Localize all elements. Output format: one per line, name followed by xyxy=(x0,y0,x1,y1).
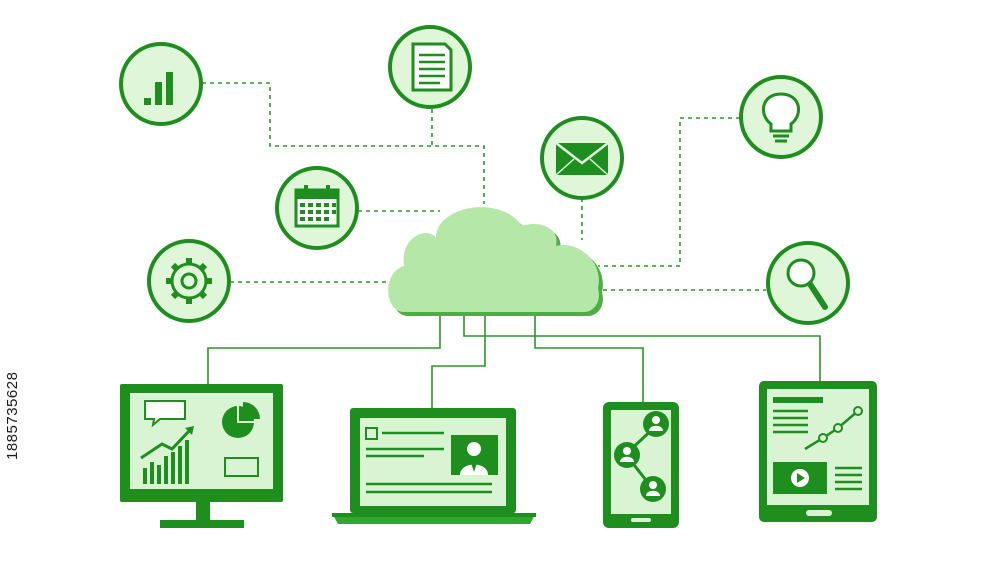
mail-icon xyxy=(540,116,624,200)
search-icon xyxy=(766,241,850,325)
laptop xyxy=(332,408,536,524)
lightbulb-icon xyxy=(739,75,823,159)
tablet xyxy=(759,381,877,522)
user-avatar-icon xyxy=(451,435,498,475)
solid-connectors xyxy=(207,312,821,408)
network-user-icon xyxy=(614,411,669,502)
video-play-icon xyxy=(773,462,827,494)
cloud-icon xyxy=(388,207,603,316)
calendar-icon xyxy=(275,166,359,250)
chart-icon xyxy=(119,42,203,126)
pie-chart-icon xyxy=(222,402,260,438)
bar-growth-icon xyxy=(140,426,194,484)
dashed-connectors xyxy=(202,82,766,291)
document-icon xyxy=(388,25,472,109)
line-chart-icon xyxy=(804,406,863,451)
gear-icon xyxy=(147,239,231,323)
smartphone xyxy=(603,402,679,528)
desktop-monitor xyxy=(120,384,283,528)
